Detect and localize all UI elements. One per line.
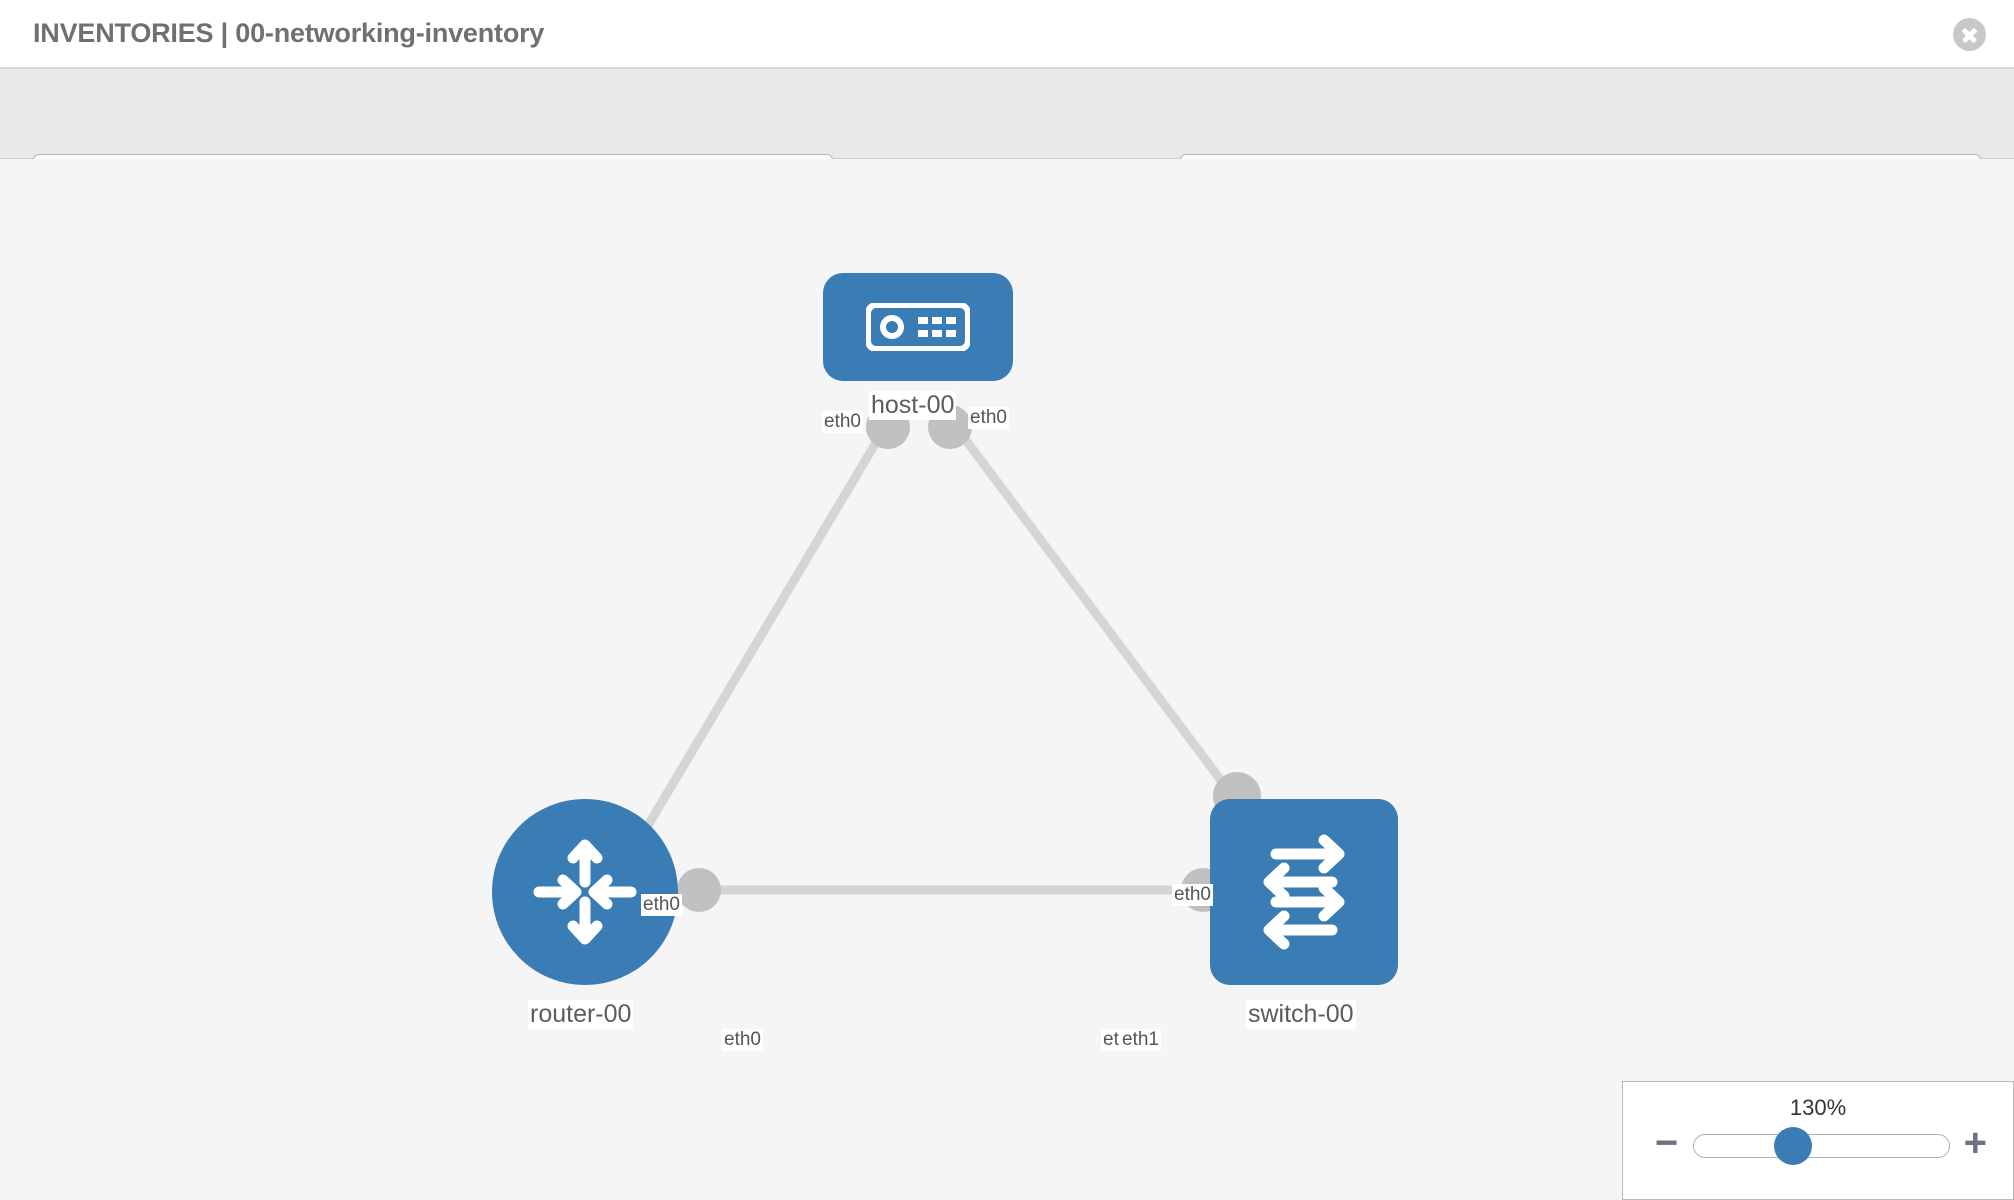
zoom-out-button[interactable]: −: [1655, 1121, 1679, 1165]
page-header: INVENTORIES | 00-networking-inventory: [0, 0, 2014, 69]
topology-node-label-switch-00: switch-00: [1246, 1000, 1356, 1029]
zoom-in-button[interactable]: +: [1963, 1121, 1987, 1165]
toolbar: ACTIONS SEARCH: [0, 69, 2014, 210]
close-icon[interactable]: [1953, 18, 1986, 51]
zoom-slider-thumb[interactable]: [1774, 1127, 1812, 1165]
server-icon: [866, 303, 970, 351]
topology-node-label-router-00: router-00: [528, 1000, 634, 1029]
zoom-slider-track[interactable]: [1693, 1134, 1950, 1158]
zoom-level-value: 130%: [1789, 1095, 1847, 1120]
edge-label-switch-up: eth0: [1172, 884, 1213, 906]
router-arrows-icon: [533, 839, 637, 945]
connector-knob: [677, 868, 721, 912]
topology-node-host-00[interactable]: [823, 273, 1013, 381]
topology-canvas[interactable]: host-00 eth0 eth0 router-00 eth0 eth0: [0, 159, 2014, 1200]
topology-node-label-host-00: host-00: [869, 391, 957, 420]
topology-node-router-00[interactable]: [492, 799, 678, 985]
edge-label-host-right: eth0: [968, 407, 1009, 429]
edge-label-switch-left-b: eth1: [1120, 1029, 1161, 1051]
edge-label-router-up: eth0: [641, 894, 682, 916]
switch-arrows-icon: [1263, 834, 1345, 950]
topology-node-switch-00[interactable]: [1210, 799, 1398, 985]
page-title: INVENTORIES | 00-networking-inventory: [33, 18, 545, 48]
edge-label-router-right: eth0: [722, 1029, 763, 1051]
zoom-control-panel: 130% − +: [1622, 1081, 2014, 1200]
edge-label-host-left: eth0: [822, 411, 863, 433]
